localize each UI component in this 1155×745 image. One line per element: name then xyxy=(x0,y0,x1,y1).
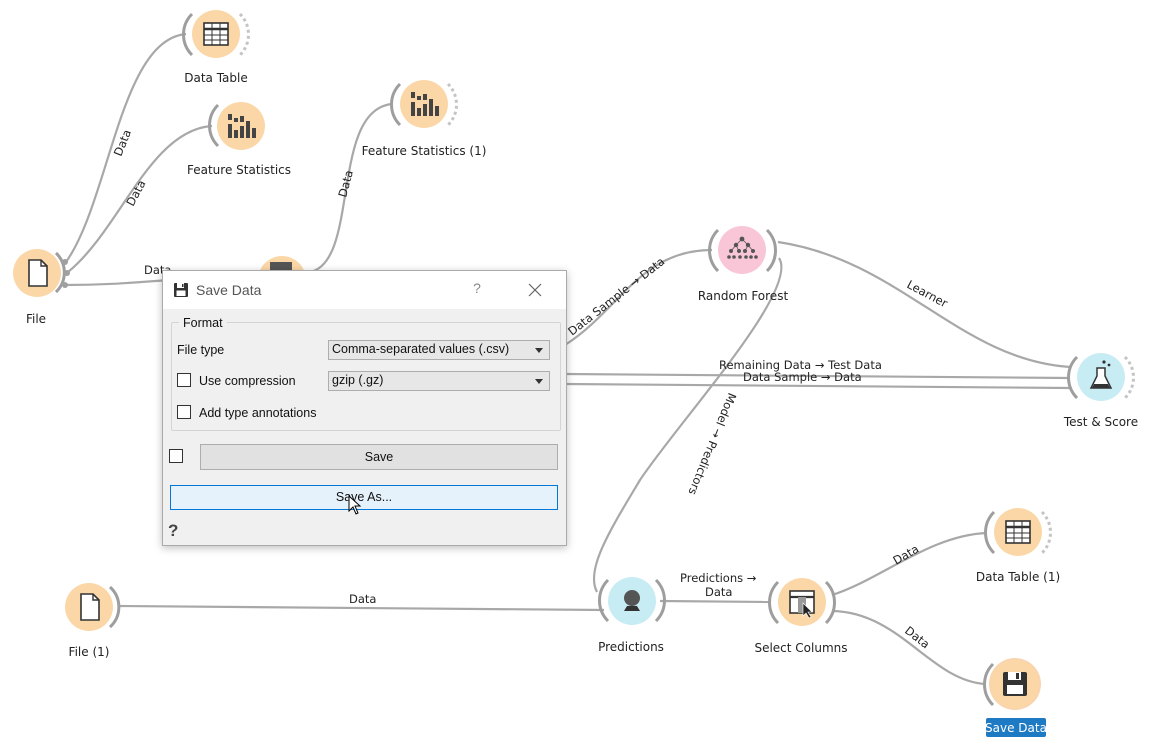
link-file-feature-statistics[interactable] xyxy=(67,124,213,273)
save-button[interactable]: Save xyxy=(200,444,558,470)
floppy-disk-icon xyxy=(1003,672,1027,696)
link-file-data-table[interactable] xyxy=(65,32,187,263)
flask-icon xyxy=(1089,360,1113,389)
file-icon xyxy=(80,593,100,621)
link-predictions-select-columns[interactable] xyxy=(659,599,771,604)
compression-value: gzip (.gz) xyxy=(332,373,384,387)
link-select-columns-data-table-1[interactable] xyxy=(831,531,988,597)
file-type-select[interactable]: Comma-separated values (.csv) xyxy=(328,340,550,360)
node-label: File xyxy=(26,312,46,326)
node-label: Data Table xyxy=(184,71,248,85)
format-group xyxy=(171,322,561,431)
bar-chart-icon xyxy=(228,114,256,138)
link-sampler-test-score-sample[interactable] xyxy=(564,382,1071,390)
link-random-forest-test-score[interactable] xyxy=(777,240,1071,369)
node-select-columns[interactable]: Select Columns xyxy=(754,578,848,655)
link-label: Data xyxy=(111,127,134,158)
link-label: Data xyxy=(335,169,356,199)
link-sampler-feature-statistics-1[interactable] xyxy=(309,102,393,274)
auto-save-checkbox[interactable] xyxy=(169,449,183,463)
select-columns-icon xyxy=(789,590,815,619)
table-icon xyxy=(1005,520,1031,544)
mouse-cursor-icon xyxy=(348,495,362,515)
node-label: Random Forest xyxy=(698,289,789,303)
node-data-table[interactable]: Data Table xyxy=(182,10,250,85)
link-random-forest-predictions[interactable] xyxy=(592,257,783,593)
node-data-table-1[interactable]: Data Table (1) xyxy=(976,508,1060,584)
node-predictions[interactable]: Predictions xyxy=(598,577,666,654)
node-label: Save Data xyxy=(985,721,1047,735)
node-feature-statistics[interactable]: Feature Statistics xyxy=(187,102,291,177)
node-label: Test & Score xyxy=(1063,415,1138,429)
link-label: Learner xyxy=(905,277,951,310)
save-data-dialog: Save Data ? Format File type Comma-separ… xyxy=(162,270,567,546)
use-compression-checkbox[interactable] xyxy=(177,373,191,387)
compression-select[interactable]: gzip (.gz) xyxy=(328,371,550,391)
chevron-down-icon xyxy=(535,379,543,384)
node-file[interactable]: File xyxy=(13,249,70,326)
crystal-ball-icon xyxy=(624,590,640,611)
use-compression-label: Use compression xyxy=(199,374,296,388)
node-label: Feature Statistics xyxy=(187,163,291,177)
save-as-button[interactable]: Save As... xyxy=(170,485,558,510)
file-icon xyxy=(28,259,48,287)
tree-icon xyxy=(727,236,758,259)
link-sampler-random-forest[interactable] xyxy=(564,248,713,346)
node-label: Data Table (1) xyxy=(976,570,1060,584)
bar-chart-icon xyxy=(411,92,439,116)
link-select-columns-save-data[interactable] xyxy=(831,609,986,686)
floppy-disk-icon xyxy=(174,283,188,297)
help-button[interactable]: ? xyxy=(473,280,481,296)
link-label: Data xyxy=(902,623,932,651)
selection-highlight xyxy=(986,718,1046,737)
node-test-score[interactable]: Test & Score xyxy=(1063,353,1138,429)
chevron-down-icon xyxy=(535,348,543,353)
node-label: Select Columns xyxy=(754,641,847,655)
node-file-1[interactable]: File (1) xyxy=(65,583,121,659)
node-label: Feature Statistics (1) xyxy=(362,144,487,158)
file-type-label: File type xyxy=(177,343,225,357)
node-save-data[interactable]: Save Data xyxy=(983,658,1047,737)
format-group-label: Format xyxy=(179,316,227,330)
link-sampler-test-score-remaining[interactable] xyxy=(564,372,1071,380)
node-label: File (1) xyxy=(69,645,110,659)
table-icon xyxy=(203,22,229,46)
node-feature-statistics-1[interactable]: Feature Statistics (1) xyxy=(362,80,487,158)
link-label: Remaining Data → Test Data xyxy=(719,358,882,372)
close-icon[interactable] xyxy=(523,279,547,301)
link-label: Data xyxy=(123,178,148,209)
link-label: Model → Predictors xyxy=(685,391,739,497)
node-label: Predictions xyxy=(598,640,664,654)
link-file-data-sampler[interactable] xyxy=(65,278,171,287)
file-type-value: Comma-separated values (.csv) xyxy=(332,342,510,356)
add-type-annotations-label: Add type annotations xyxy=(199,406,317,420)
dialog-title: Save Data xyxy=(196,282,262,298)
link-file-1-predictions[interactable] xyxy=(117,604,605,612)
link-label: Data xyxy=(891,542,922,568)
link-label: Predictions → xyxy=(680,571,757,585)
link-label: Data Sample → Data xyxy=(565,254,667,338)
dialog-titlebar[interactable]: Save Data ? xyxy=(163,271,566,309)
status-help-icon[interactable]: ? xyxy=(168,521,179,540)
link-label: Data xyxy=(349,592,376,606)
add-type-annotations-checkbox[interactable] xyxy=(177,405,191,419)
link-label: Data Sample → Data xyxy=(743,370,862,384)
link-label: Data xyxy=(705,585,732,599)
node-random-forest[interactable]: Random Forest xyxy=(698,226,789,303)
links xyxy=(65,32,1071,686)
